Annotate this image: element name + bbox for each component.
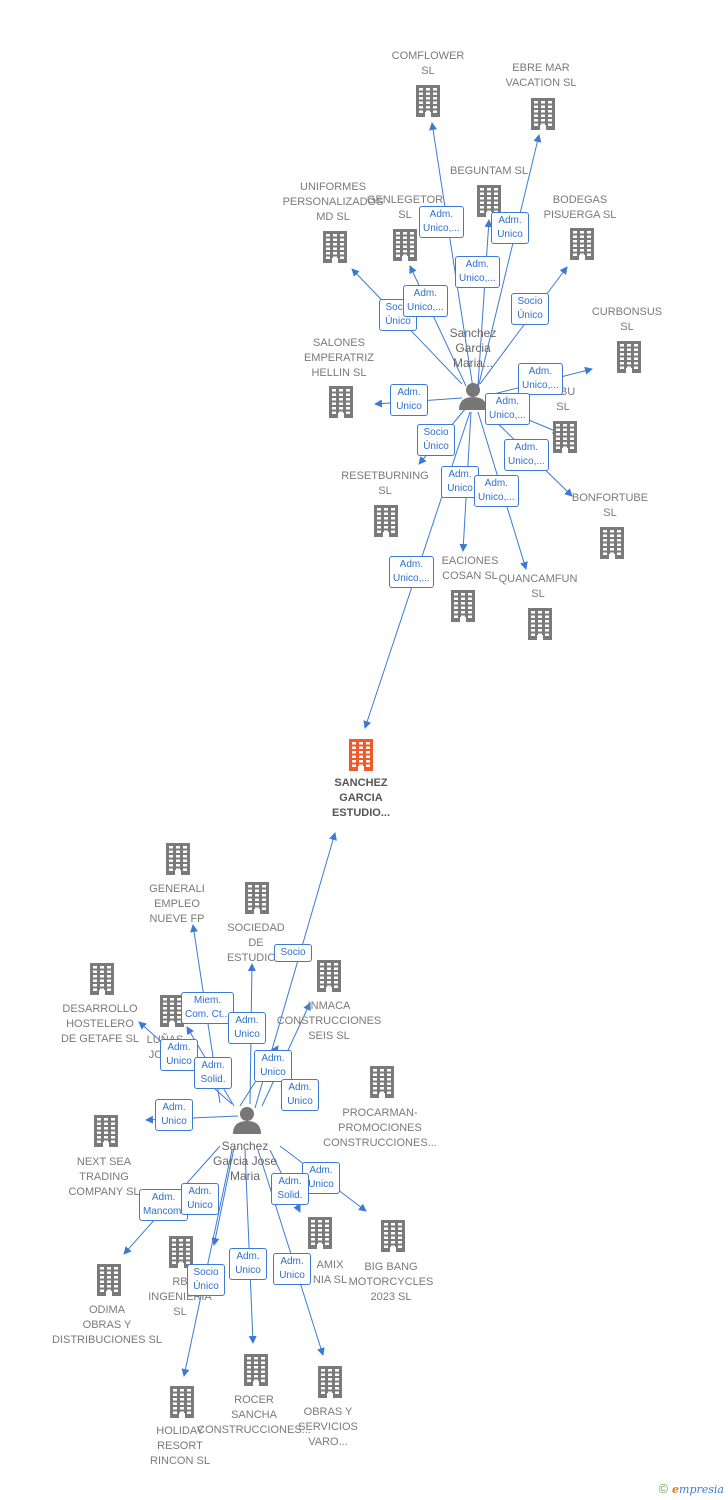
- company-label[interactable]: BODEGAS PISUERGA SL: [543, 194, 617, 221]
- edge-role-label[interactable]: Miem. Com. Ct...: [181, 992, 235, 1024]
- building-icon[interactable]: [323, 231, 347, 263]
- edge-role-label[interactable]: Adm. Unico: [160, 1039, 198, 1071]
- building-icon[interactable]: [308, 1217, 332, 1249]
- building-icon[interactable]: [318, 1366, 342, 1398]
- company-label[interactable]: EBRE MAR VACATION SL: [505, 62, 577, 89]
- building-icon[interactable]: [370, 1066, 394, 1098]
- edge-role-label[interactable]: Adm. Mancom.: [139, 1189, 189, 1221]
- edge-role-label[interactable]: Adm. Unico,...: [518, 363, 563, 395]
- building-icon[interactable]: [553, 421, 577, 453]
- company-label[interactable]: NEXT SEA TRADING COMPANY SL: [68, 1156, 140, 1198]
- building-icon[interactable]: [381, 1220, 405, 1252]
- relation-edge: [429, 122, 474, 389]
- person-icon[interactable]: [459, 383, 487, 410]
- edge-role-label[interactable]: Adm. Unico: [228, 1012, 266, 1044]
- building-icon[interactable]: [94, 1115, 118, 1147]
- company-label[interactable]: AMIX NIA SL: [312, 1259, 348, 1286]
- edge-role-label[interactable]: Adm. Unico,...: [504, 439, 549, 471]
- person-label[interactable]: Sanchez Garcia Jose Maria: [212, 1139, 278, 1183]
- company-label[interactable]: ROCER SANCHA CONSTRUCCIONES...: [197, 1394, 311, 1436]
- relation-edge: [479, 266, 568, 385]
- edge-role-label[interactable]: Adm. Unico,...: [455, 256, 500, 288]
- edge-role-label[interactable]: Socio Único: [511, 293, 549, 325]
- edge-role-label[interactable]: Adm. Unico: [390, 384, 428, 416]
- building-icon[interactable]: [90, 963, 114, 995]
- edge-role-label[interactable]: Adm. Unico: [491, 212, 529, 244]
- building-icon[interactable]: [244, 1354, 268, 1386]
- relation-edge: [211, 1147, 235, 1246]
- company-label[interactable]: GENERALI EMPLEO NUEVE FP: [149, 883, 205, 925]
- relation-edge: [181, 1149, 233, 1377]
- edge-role-label[interactable]: Adm. Unico: [273, 1253, 311, 1285]
- edge-role-label[interactable]: Adm. Unico: [229, 1248, 267, 1280]
- edge-role-label[interactable]: Adm. Unico: [155, 1099, 193, 1131]
- company-label[interactable]: CURBONSUS SL: [591, 306, 663, 333]
- company-label[interactable]: ODIMA OBRAS Y DISTRIBUCIONES SL: [51, 1304, 163, 1346]
- company-label[interactable]: GENLEGETOR SL: [366, 194, 444, 221]
- building-icon[interactable]: [329, 386, 353, 418]
- icons: [90, 85, 641, 1418]
- relation-edge: [477, 219, 493, 386]
- edge-role-label[interactable]: Socio Único: [417, 424, 455, 456]
- building-icon[interactable]: [160, 995, 184, 1027]
- brand-logo: empresia: [672, 1483, 724, 1496]
- company-label[interactable]: PROCARMAN- PROMOCIONES CONSTRUCCIONES...: [323, 1107, 437, 1149]
- building-icon[interactable]: [531, 98, 555, 130]
- company-label[interactable]: SOCIEDAD DE ESTUDIO...: [226, 922, 286, 964]
- building-icon[interactable]: [317, 960, 341, 992]
- building-icon[interactable]: [451, 590, 475, 622]
- building-icon[interactable]: [477, 185, 501, 217]
- edge-role-label[interactable]: Adm. Unico,...: [419, 206, 464, 238]
- company-label[interactable]: HOLIDAY RESORT RINCON SL: [150, 1425, 210, 1467]
- company-label[interactable]: UNIFORMES PERSONALIZADOS MD SL: [282, 181, 384, 223]
- edge-role-label[interactable]: Adm. Unico,...: [485, 393, 530, 425]
- person-icon[interactable]: [233, 1107, 261, 1134]
- building-icon[interactable]: [570, 228, 594, 260]
- company-label[interactable]: SALONES EMPERATRIZ HELLIN SL: [303, 337, 375, 379]
- company-label[interactable]: BIG BANG MOTORCYCLES 2023 SL: [348, 1261, 434, 1303]
- edge-role-label[interactable]: Adm. Solid.: [271, 1173, 309, 1205]
- relation-edge: [244, 1149, 257, 1344]
- building-icon[interactable]: [416, 85, 440, 117]
- building-icon[interactable]: [600, 527, 624, 559]
- company-label[interactable]: INMACA CONSTRUCCIONES SEIS SL: [276, 1000, 382, 1042]
- footer-brand: ©empresia: [658, 1481, 724, 1496]
- company-label[interactable]: BONFORTUBE SL: [571, 492, 649, 519]
- building-icon[interactable]: [245, 882, 269, 914]
- building-icon[interactable]: [528, 608, 552, 640]
- building-icon[interactable]: [169, 1236, 193, 1268]
- relation-edge: [257, 1149, 325, 1356]
- edge-role-label[interactable]: Socio: [274, 944, 312, 962]
- building-icon[interactable]: [349, 739, 373, 771]
- building-icon[interactable]: [97, 1264, 121, 1296]
- company-label[interactable]: QUANCAMFUN SL: [498, 573, 578, 600]
- company-label[interactable]: COMFLOWER SL: [391, 50, 465, 77]
- edge-role-label[interactable]: Socio Único: [187, 1264, 225, 1296]
- company-label[interactable]: BEGUNTAM SL: [449, 165, 529, 177]
- edge-role-label[interactable]: Adm. Unico: [181, 1183, 219, 1215]
- focus-company-label[interactable]: SANCHEZ GARCIA ESTUDIO...: [331, 777, 391, 819]
- company-label[interactable]: EACIONES COSAN SL: [441, 555, 499, 582]
- company-label[interactable]: DESARROLLO HOSTELERO DE GETAFE SL: [60, 1003, 140, 1045]
- edge-role-label[interactable]: Adm. Unico: [281, 1079, 319, 1111]
- copyright-symbol: ©: [658, 1481, 669, 1496]
- company-label[interactable]: OBRAS Y SERVICIOS VARO...: [298, 1406, 358, 1448]
- building-icon[interactable]: [166, 843, 190, 875]
- building-icon[interactable]: [170, 1386, 194, 1418]
- edge-role-label[interactable]: Adm. Unico: [441, 466, 479, 498]
- person-label[interactable]: Sanchez Garcia Maria...: [449, 326, 497, 370]
- edge-role-label[interactable]: Adm. Unico,...: [403, 285, 448, 317]
- building-icon[interactable]: [617, 341, 641, 373]
- edge-role-label[interactable]: Adm. Unico: [254, 1050, 292, 1082]
- edge-role-label[interactable]: Adm. Unico,...: [474, 475, 519, 507]
- building-icon[interactable]: [374, 505, 398, 537]
- relation-edge: [477, 134, 542, 389]
- edge-role-label[interactable]: Adm. Solid.: [194, 1057, 232, 1089]
- edge-role-label[interactable]: Adm. Unico,...: [389, 556, 434, 588]
- company-label[interactable]: RESETBURNING SL: [341, 470, 429, 497]
- building-icon[interactable]: [393, 229, 417, 261]
